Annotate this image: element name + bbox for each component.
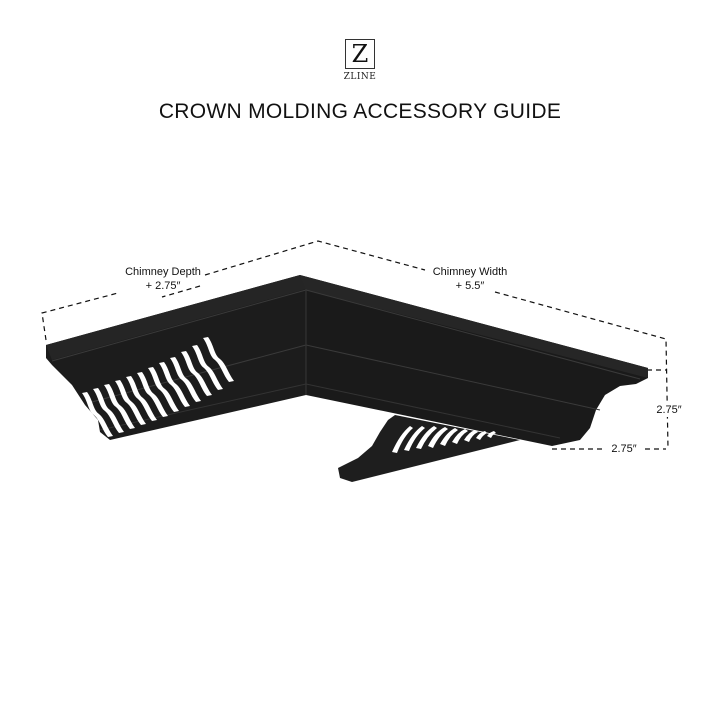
logo-letter: Z [345, 39, 375, 69]
chimney-width-value: + 5.5″ [455, 280, 485, 292]
dimension-lines [41, 240, 669, 450]
right-molding-arm [300, 275, 648, 446]
chimney-depth-value: + 2.75″ [145, 280, 181, 292]
chimney-width-title: Chimney Width [432, 266, 508, 278]
height-dimension-label: 2.75″ [652, 403, 686, 417]
chimney-width-label: Chimney Width + 5.5″ [425, 265, 515, 293]
vent-slots [82, 337, 234, 437]
projection-dimension-label: 2.75″ [604, 442, 644, 456]
page-title: CROWN MOLDING ACCESSORY GUIDE [158, 100, 562, 123]
return-piece [338, 415, 520, 482]
chimney-depth-title: Chimney Depth [125, 266, 201, 278]
logo-wordmark: ZLINE [343, 72, 377, 82]
zline-logo: Z ZLINE [337, 39, 383, 82]
chimney-depth-label: Chimney Depth + 2.75″ [118, 265, 208, 293]
left-molding-arm [46, 275, 307, 440]
